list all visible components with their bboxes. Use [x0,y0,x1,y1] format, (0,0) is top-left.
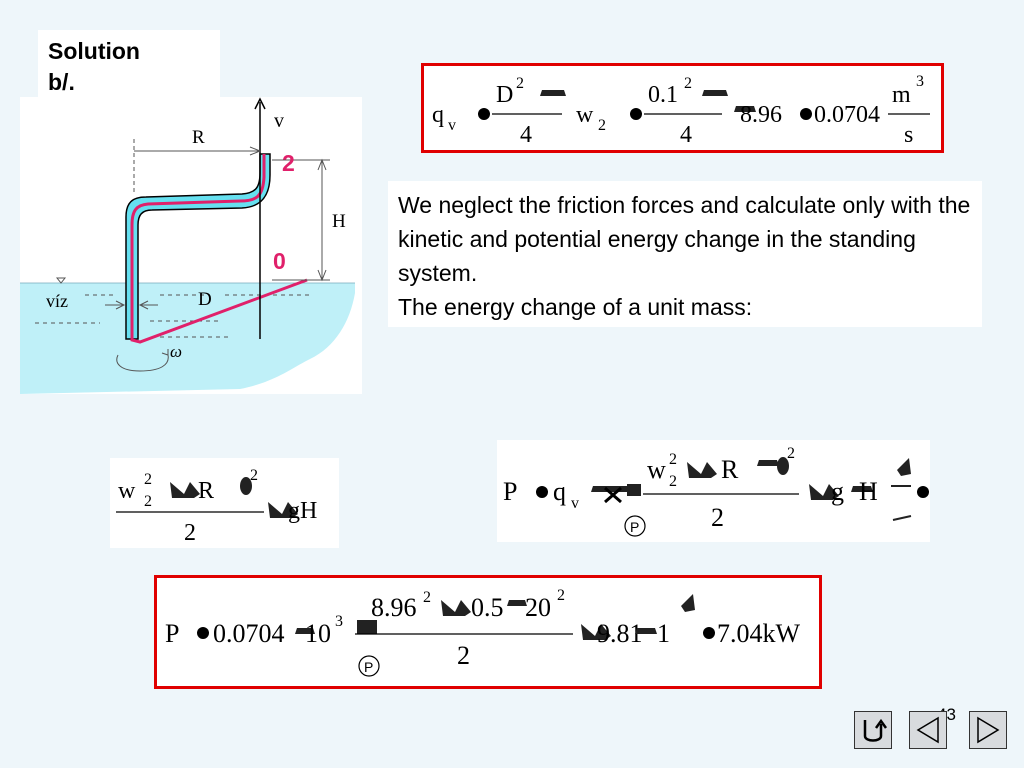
title-line-2: b/. [48,69,75,95]
f4-exp3: 3 [335,613,343,630]
f2-R: R [198,478,214,504]
label-H: H [332,211,346,232]
formula-flow-rate: q v D 2 4 w 2 0.1 2 4 8.96 0.0704 m 3 s [421,63,944,153]
f3-R: R [721,455,739,484]
prev-slide-button[interactable] [909,711,947,749]
f4-val05: 0.5 [471,593,504,622]
return-button[interactable] [854,711,892,749]
f1-val896: 8.96 [740,102,782,128]
f4-val20: 20 [525,593,551,622]
f1-unit-m: m [892,82,911,108]
f4-P: P [165,619,179,648]
point-0-label: 0 [273,248,286,274]
f2-w: w [118,478,136,504]
f4-result: 7.04kW [717,619,801,648]
f1-den4: 4 [520,122,532,148]
f1-val0704: 0.0704 [814,102,880,128]
f4-val981: 9.81 [597,619,643,648]
streamline [130,154,308,344]
f4-val896: 8.96 [371,593,417,622]
label-D: D [198,289,212,310]
f1-unit-exp: 3 [916,73,924,90]
f3-w-sub: 2 [669,473,677,490]
f1-w: w [576,102,594,128]
next-slide-button[interactable] [969,711,1007,749]
next-icon [977,716,1000,744]
f1-exp2: 2 [516,75,524,92]
rho-circle-2 [358,655,380,677]
f3-w: w [647,455,666,484]
label-viz: víz [46,291,68,311]
f3-g: g [831,477,844,506]
rho-circle [624,515,646,537]
f3-w-exp: 2 [669,451,677,468]
explanation-text: We neglect the friction forces and calcu… [398,188,973,324]
point-2-label: 2 [282,150,295,176]
f3-q-sub: v [571,495,579,512]
title-box: Solution b/. [38,30,220,100]
diagram-svg: v R H D víz ω 2 0 [20,97,355,394]
label-R: R [192,127,205,148]
prev-icon [916,716,939,744]
f4-den: 2 [457,641,470,670]
f4-exp2b: 2 [557,587,565,604]
f3-rho: P [630,519,639,535]
f1-exp2b: 2 [684,75,692,92]
f2-gH: gH [288,498,317,524]
f4-val10: 10 [305,619,331,648]
f2-w-sub: 2 [144,493,152,510]
formula-power: P q v P w 2 2 R 2 2 g H [497,440,930,542]
f3-exp: 2 [787,445,795,462]
f3-P: P [503,477,517,506]
f4-rho: P [364,659,373,675]
f3-H: H [859,477,878,506]
f1-q: q [432,102,444,128]
f1-w-sub: 2 [598,117,606,134]
f2-w-exp: 2 [144,471,152,488]
explanation-box: We neglect the friction forces and calcu… [388,181,982,327]
equals-glyph [478,108,490,120]
f3-q: q [553,477,566,506]
f1-val01: 0.1 [648,82,678,108]
formula-energy-change: w 2 2 R 2 2 gH [110,458,339,548]
label-omega: ω [170,342,182,361]
f3-den: 2 [711,503,724,532]
label-v: v [274,110,284,132]
f1-den4b: 4 [680,122,692,148]
f4-exp2: 2 [423,589,431,606]
f4-val1: 1 [657,619,670,648]
pipe-diagram: v R H D víz ω 2 0 [20,97,362,394]
f2-R-exp: 2 [250,467,258,484]
f4-val0704: 0.0704 [213,619,285,648]
f1-unit-s: s [904,122,913,148]
f1-q-sub: v [448,117,456,134]
water-area [20,283,355,394]
explanation-paragraph-2: The energy change of a unit mass: [398,294,753,320]
explanation-paragraph: We neglect the friction forces and calcu… [398,192,971,286]
return-icon [863,718,888,742]
formula-power-result: P 0.0704 10 3 P 8.96 2 0.5 20 2 2 9.81 1… [154,575,822,689]
f2-den: 2 [184,520,196,546]
slide-title: Solution b/. [48,36,140,98]
f1-D: D [496,82,513,108]
title-line-1: Solution [48,38,140,64]
